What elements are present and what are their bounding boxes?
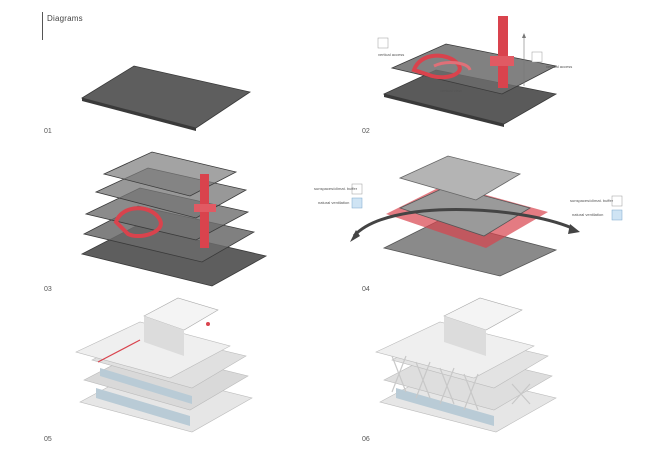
label-right-bottom: natural ventilation <box>572 212 603 217</box>
slab-edge <box>82 98 196 131</box>
label-right-top: sunspaces/climat. buffer <box>570 198 614 203</box>
panel-number-02: 02 <box>362 128 370 135</box>
roof-terrace <box>375 321 535 379</box>
roof-terrace <box>75 321 231 379</box>
vertical-core <box>498 16 508 88</box>
penthouse-wall <box>144 316 184 356</box>
panel-04-diagram: sunspaces/climat. buffer natural ventila… <box>314 155 623 277</box>
wind-icon-left <box>351 197 363 209</box>
glazing-band <box>396 388 494 426</box>
panel-number-01: 01 <box>44 128 52 135</box>
glazing-band-1 <box>96 388 190 426</box>
ramp-loop <box>433 61 472 71</box>
label-left-bottom: natural ventilation <box>318 200 349 205</box>
wind-icon-right <box>611 209 623 221</box>
panel-06-building <box>375 297 557 433</box>
floor-slab <box>80 65 251 129</box>
panel-number-04: 04 <box>362 286 370 293</box>
access-icon-left <box>377 37 389 49</box>
lower-slab-edge <box>384 94 504 127</box>
panel-number-06: 06 <box>362 436 370 443</box>
panel-03-diagram <box>80 151 268 287</box>
base-slab <box>382 219 558 277</box>
label-left-top: sunspaces/climat. buffer <box>314 186 358 191</box>
label-vertical-access-left: vertical access <box>378 52 404 57</box>
glazing-band-2 <box>100 368 192 404</box>
arrow-right <box>568 224 580 234</box>
title-rule <box>42 12 43 40</box>
arrow-left <box>350 230 360 242</box>
sun-icon-right <box>611 195 623 207</box>
panel-02-diagram: vertical access vertical view vertical a… <box>377 16 572 127</box>
spiral-ramp <box>113 206 163 239</box>
label-vertical-view: vertical view <box>440 88 462 93</box>
core-landing <box>490 56 514 66</box>
sun-icon-left <box>351 183 363 195</box>
core-marker <box>206 322 210 326</box>
access-icon-right <box>531 51 543 63</box>
circulation-line <box>97 339 141 363</box>
access-arrowhead <box>522 33 526 38</box>
top-slab <box>398 155 522 201</box>
panel-05-building <box>75 297 253 433</box>
penthouse-wall <box>444 316 486 356</box>
page-title: Diagrams <box>47 14 83 23</box>
structural-frame <box>391 355 531 411</box>
label-vertical-access-right: vertical access <box>546 64 572 69</box>
panel-number-05: 05 <box>44 436 52 443</box>
panel-01-diagram <box>80 65 251 131</box>
ventilation-arc <box>352 208 573 238</box>
core-landing <box>194 204 216 212</box>
panel-number-03: 03 <box>44 286 52 293</box>
